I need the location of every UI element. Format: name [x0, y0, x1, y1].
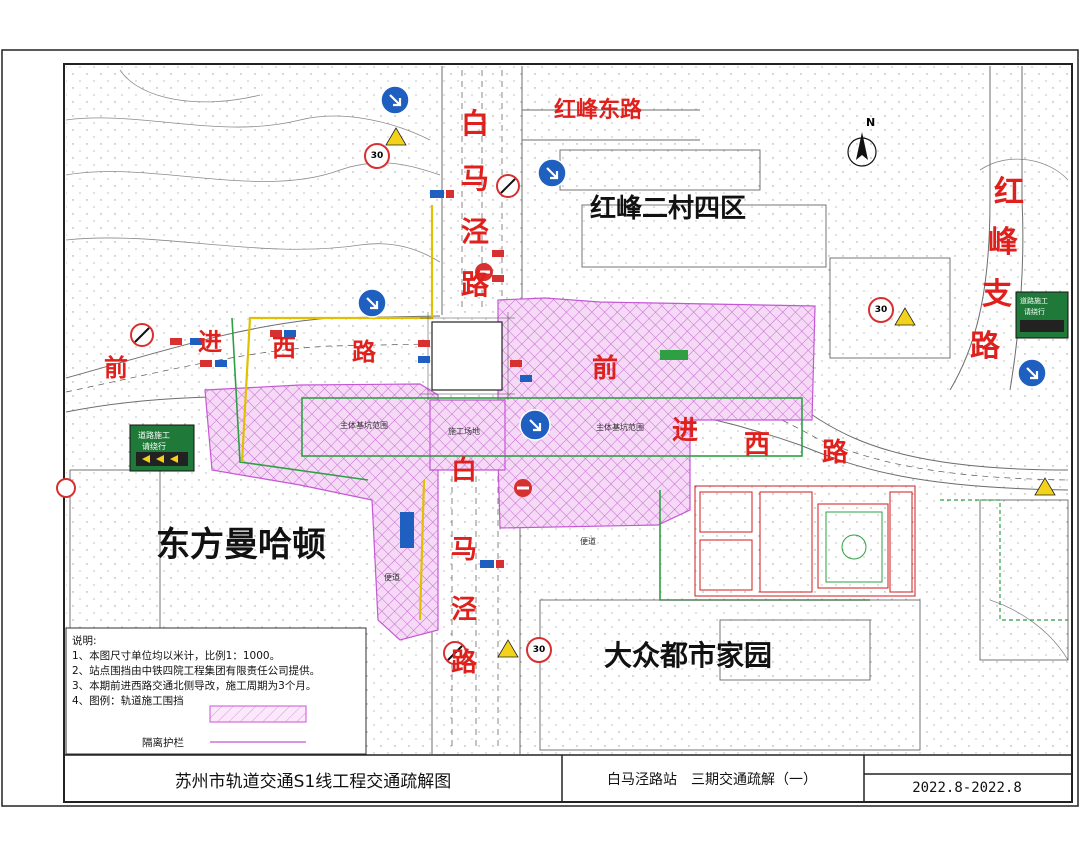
road-char: 泾: [461, 215, 490, 248]
road-char: 路: [352, 338, 376, 366]
speed-limit-sign: 30: [526, 637, 552, 663]
road-char: 白: [461, 107, 490, 140]
drawing-title: 苏州市轨道交通S1线工程交通疏解图: [174, 771, 452, 792]
construction-hoarding-zones: [204, 297, 816, 641]
traffic-barriers: [170, 190, 688, 568]
station-box: [431, 321, 503, 391]
legend-barrier-label: 隔离护栏: [142, 737, 184, 749]
legend-box: [65, 627, 367, 755]
legend-item: 2、站点围挡由中铁四院工程集团有限责任公司提供。: [72, 665, 321, 677]
road-char: 进: [198, 328, 222, 356]
construction-label: 便道: [580, 537, 596, 546]
north-arrow-label: N: [866, 116, 876, 129]
legend-hatch-swatch: [209, 705, 307, 723]
legend-item: 3、本期前进西路交通北侧导改，施工周期为3个月。: [72, 680, 317, 692]
speed-limit-sign: 30: [364, 143, 390, 169]
north-arrow: [847, 132, 877, 167]
legend-notes: 说明: 1、本图尺寸单位均以米计，比例1：1000。 2、站点围挡由中铁四院工程…: [72, 634, 362, 709]
road-char: 红: [994, 175, 1024, 210]
road-char: 泾: [451, 595, 478, 625]
detour-board-text: 请绕行: [1024, 308, 1045, 316]
road-char: 前: [592, 354, 619, 384]
green-dashed-boundary: [940, 499, 1068, 621]
warning-signs: [385, 127, 1056, 658]
prohibition-signs: [56, 174, 532, 665]
title-block: [64, 754, 1072, 802]
inner-frame: [63, 63, 1073, 803]
road-char: 路: [451, 648, 478, 678]
road-char: 峰: [988, 225, 1018, 260]
direction-signs: [357, 85, 1047, 441]
road-char: 路: [461, 268, 490, 301]
detour-board-right: [1015, 291, 1069, 339]
road-char: 马: [461, 162, 490, 195]
road-char: 进: [672, 416, 699, 446]
legend-item: 1、本图尺寸单位均以米计，比例1：1000。: [72, 650, 281, 662]
detour-board-text: 道路施工: [138, 431, 170, 440]
area-label-hongfeng-village: 红峰二村四区: [590, 194, 747, 224]
road-char: 路: [970, 329, 1000, 364]
road-char: 支: [982, 277, 1012, 312]
road-label-hongfeng-east: 红峰东路: [554, 98, 643, 123]
drawing-date: 2022.8-2022.8: [912, 779, 1022, 796]
detour-board-text: 请绕行: [142, 442, 166, 451]
road-char: 路: [822, 438, 849, 468]
road-char: 西: [272, 334, 296, 362]
yellow-barriers: [240, 205, 434, 621]
construction-label: 便道: [384, 573, 400, 582]
construction-label: 施工场地: [448, 427, 480, 436]
construction-label: 主体基坑范围: [340, 421, 388, 430]
legend-item: 4、图例：轨道施工围挡: [72, 695, 184, 707]
speed-limit-sign: 30: [868, 297, 894, 323]
area-label-dazhong-home: 大众都市家园: [604, 639, 773, 672]
road-char: 白: [451, 456, 478, 486]
drawing-subtitle: 白马泾路站 三期交通疏解（一）: [607, 772, 817, 788]
detour-board-text: 道路施工: [1020, 297, 1048, 305]
school-compound: [694, 485, 916, 597]
legend-heading: 说明:: [72, 635, 97, 647]
road-char: 前: [104, 354, 128, 382]
sports-court: [825, 511, 883, 583]
detour-board: [129, 424, 195, 472]
road-char: 马: [451, 535, 478, 565]
construction-label: 主体基坑范围: [596, 423, 644, 432]
outer-frame: [1, 49, 1079, 807]
road-char: 西: [744, 430, 771, 460]
area-label-oriental-manhattan: 东方曼哈顿: [156, 525, 326, 565]
